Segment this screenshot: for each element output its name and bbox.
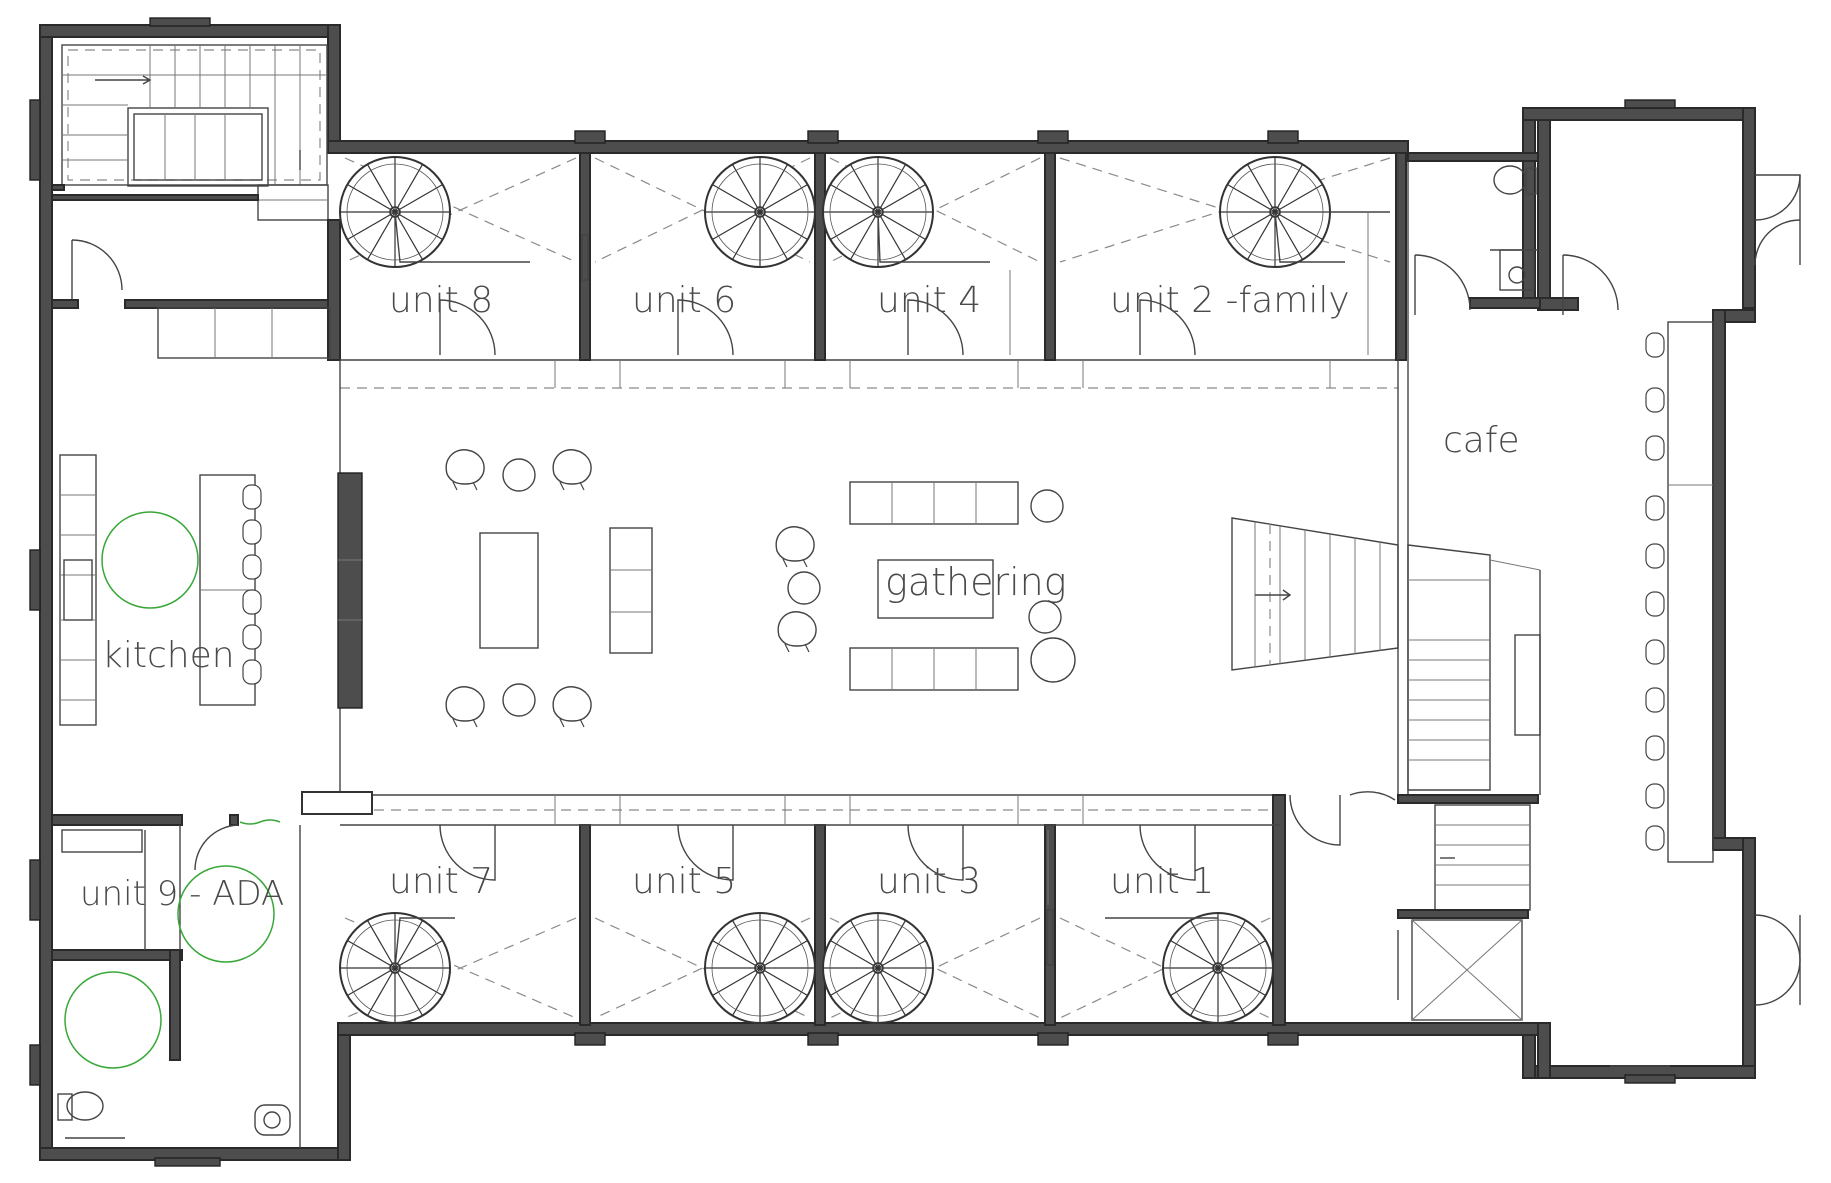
room-label-cafe: cafe [1443, 420, 1520, 461]
room-label-unit-8: unit 8 [389, 280, 493, 321]
room-label-unit-6: unit 6 [632, 280, 736, 321]
room-label-unit-3: unit 3 [877, 861, 981, 902]
room-label-unit-9-ada: unit 9 - ADA [80, 874, 284, 914]
room-label-gathering: gathering [885, 560, 1067, 604]
top-units [339, 152, 1407, 388]
room-label-unit-4: unit 4 [877, 280, 981, 321]
room-label-unit-5: unit 5 [632, 861, 736, 902]
kitchen-area [59, 307, 331, 726]
room-label-unit-1: unit 1 [1110, 861, 1214, 902]
exterior-walls [29, 17, 1756, 1167]
gathering-area [301, 359, 1398, 815]
stair-core [51, 44, 341, 361]
room-label-kitchen: kitchen [102, 635, 235, 676]
room-label-unit-7: unit 7 [389, 861, 493, 902]
room-labels: unit 8 unit 6 unit 4 unit 2 -family cafe… [80, 280, 1520, 914]
unit-9-ada-area [51, 814, 301, 1148]
room-label-unit-2-family: unit 2 -family [1110, 280, 1350, 321]
cafe-area [1231, 152, 1801, 1067]
bottom-units [339, 794, 1286, 1026]
